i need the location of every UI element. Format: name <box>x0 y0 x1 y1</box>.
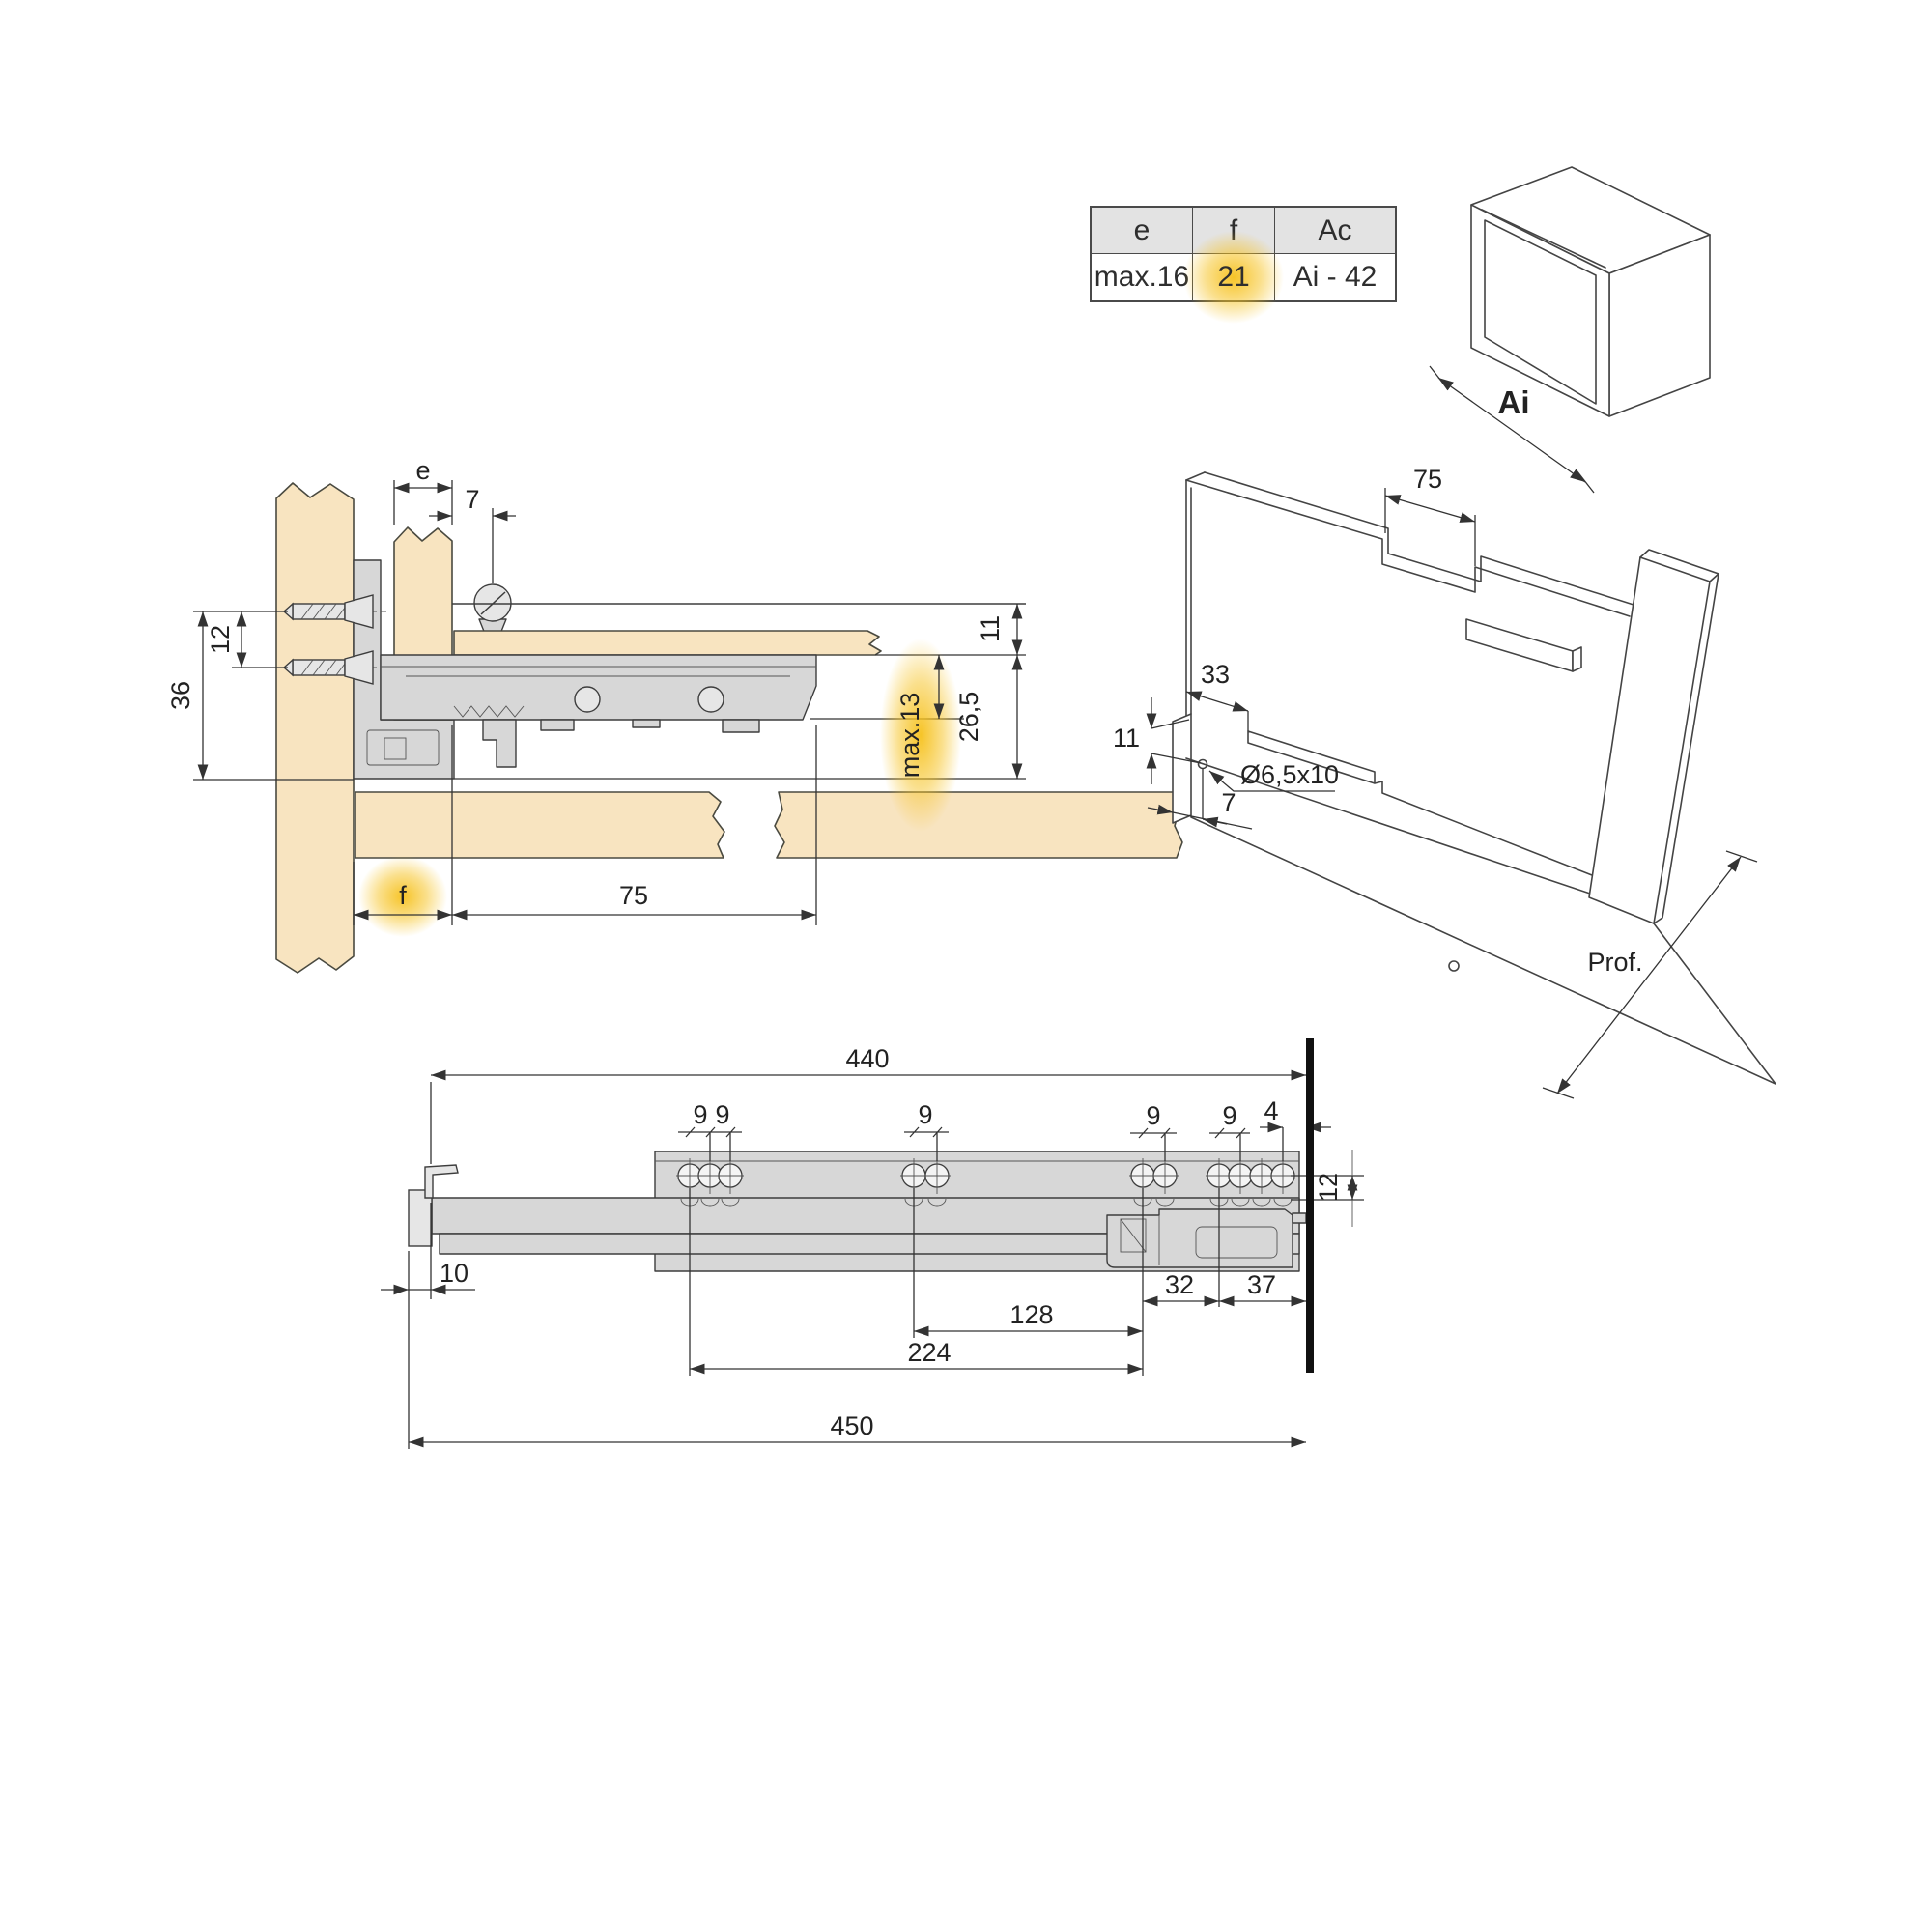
dim-f: f <box>399 881 407 910</box>
dim-450: 450 <box>830 1411 873 1440</box>
side-view-dimensions: 440 9 9 9 9 9 4 12 <box>381 1044 1364 1449</box>
cabinet-3d-view: Ai <box>1429 166 1711 494</box>
roller <box>697 686 724 713</box>
dim-e: e <box>415 456 430 485</box>
dim-9: 9 <box>1222 1101 1236 1130</box>
ai-label: Ai <box>1498 384 1530 420</box>
cabinet-ai-dimension: Ai <box>1429 365 1595 494</box>
spec-table-header-e: e <box>1092 208 1193 254</box>
dim-max13: max.13 <box>895 693 924 779</box>
mounting-screw-bottom <box>274 650 386 685</box>
cabinet-side-panel <box>275 482 355 974</box>
drawer-side-panel <box>1172 471 1634 895</box>
front-panel-reference <box>1306 1038 1314 1373</box>
dim-224: 224 <box>907 1338 951 1367</box>
dim-26-5: 26,5 <box>954 692 983 743</box>
spec-table-header-ac: Ac <box>1275 208 1395 254</box>
dim-36: 36 <box>166 681 195 710</box>
dim-12: 12 <box>206 625 235 654</box>
spec-table-value-e: max.16 <box>1092 254 1193 300</box>
drawer-back-panel <box>1588 549 1719 924</box>
spec-table-value-ac: Ai - 42 <box>1293 261 1378 293</box>
roller <box>574 686 601 713</box>
dim-75: 75 <box>619 881 648 910</box>
dim-7: 7 <box>1221 788 1236 817</box>
slide-side-view: 440 9 9 9 9 9 4 12 <box>381 1038 1364 1449</box>
latch-mechanism <box>1106 1208 1307 1268</box>
dim-37: 37 <box>1247 1270 1276 1299</box>
rear-bracket-bar <box>1465 618 1582 672</box>
dim-10: 10 <box>440 1259 469 1288</box>
mounting-holes <box>676 1158 1296 1194</box>
slide-mechanism <box>380 654 817 768</box>
dim-9: 9 <box>693 1100 707 1129</box>
dim-440: 440 <box>845 1044 889 1073</box>
cross-section-dimensions: e 7 12 36 11 26,5 max.13 f <box>166 456 1023 925</box>
drawer-bottom-panel <box>453 630 882 656</box>
cabinet-front-face <box>1470 204 1610 417</box>
dim-75: 75 <box>1413 465 1442 494</box>
gear-teeth <box>453 705 525 718</box>
cabinet-opening <box>1484 219 1597 405</box>
cross-section-view: e 7 12 36 11 26,5 max.13 f <box>166 456 1183 974</box>
dim-128: 128 <box>1009 1300 1053 1329</box>
front-hook <box>424 1164 459 1199</box>
dim-9: 9 <box>918 1100 932 1129</box>
dim-32: 32 <box>1165 1270 1194 1299</box>
latch-hook <box>482 719 517 768</box>
depth-label: Prof. <box>1587 948 1642 977</box>
side-hole <box>1448 960 1460 972</box>
drawer-rail-lower <box>439 1233 1300 1255</box>
dim-9: 9 <box>715 1100 729 1129</box>
dim-9: 9 <box>1146 1101 1160 1130</box>
rail-front-cap <box>408 1189 433 1247</box>
drawer-side-front-face <box>1172 713 1192 824</box>
dim-7: 7 <box>465 485 479 514</box>
dim-33: 33 <box>1201 660 1230 689</box>
dim-11: 11 <box>976 615 1005 642</box>
drawer-3d-view: 75 33 11 Ø6,5x10 7 Prof. <box>1113 465 1776 1099</box>
cabinet-bottom-panel-left <box>355 791 725 859</box>
cabinet-bottom-panel-right <box>774 791 1183 859</box>
dim-11: 11 <box>1113 724 1140 753</box>
mounting-screw-top <box>274 594 386 629</box>
fixing-pin <box>473 583 512 635</box>
dim-hole: Ø6,5x10 <box>1240 760 1339 789</box>
dim-12: 12 <box>1314 1173 1343 1202</box>
dim-4: 4 <box>1264 1096 1278 1125</box>
drawer-3d-dimensions: 75 33 11 Ø6,5x10 7 Prof. <box>1113 465 1758 1099</box>
